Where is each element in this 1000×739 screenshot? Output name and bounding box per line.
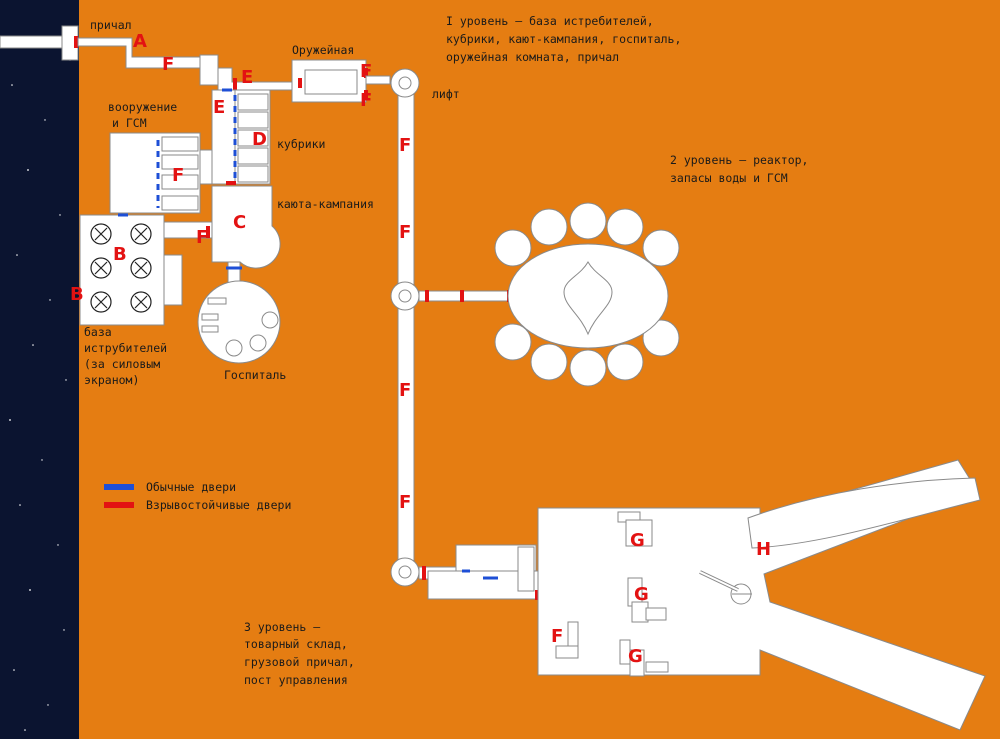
legend-normal-label: Обычные двери	[146, 480, 236, 494]
marker-f-lift-1: F	[399, 135, 411, 156]
label-base-2: иструбителей	[84, 341, 167, 355]
level2-line2: запасы воды и ГСМ	[670, 171, 788, 185]
label-weapons-1: вооружение	[108, 100, 177, 114]
stars	[9, 59, 71, 731]
armory-corridor	[217, 67, 293, 91]
marker-f-lift-2: F	[399, 222, 411, 243]
marker-a: A	[133, 31, 147, 52]
level1-line3: оружейная комната, причал	[446, 50, 619, 64]
label-base-1: база	[84, 325, 112, 339]
marker-b-2: B	[70, 284, 84, 305]
junction-room	[199, 54, 219, 86]
marker-g-1: G	[630, 530, 645, 551]
reactor-tanks	[494, 202, 680, 387]
label-prichal: причал	[90, 18, 132, 32]
legend-blast-label: Взрывостойчивые двери	[146, 498, 291, 512]
reactor-symbol	[563, 260, 613, 336]
label-wardroom: каюта-кампания	[277, 197, 374, 211]
legend-blast-swatch	[104, 502, 134, 508]
label-base-4: экраном)	[84, 373, 139, 387]
armory-lift-link	[365, 75, 391, 85]
fighter-pads	[90, 223, 152, 313]
marker-h: H	[756, 539, 771, 560]
wardroom	[211, 185, 281, 269]
level2-line1: 2 уровень – реактор,	[670, 153, 808, 167]
label-armory: Оружейная	[292, 43, 354, 57]
marker-f-dock: F	[162, 54, 174, 75]
cargo-dock-arm	[747, 477, 981, 549]
marker-f-link: F	[196, 227, 208, 248]
level3-line4: пост управления	[244, 673, 348, 687]
marker-f-weapons: F	[172, 165, 184, 186]
label-weapons-2: и ГСМ	[112, 116, 147, 130]
level1-line2: кубрики, кают-кампания, госпиталь,	[446, 32, 681, 46]
reactor-corridor	[418, 290, 512, 302]
armory-rack	[304, 69, 358, 95]
label-hospital: Госпиталь	[224, 368, 286, 382]
label-quarters: кубрики	[277, 137, 325, 151]
level3-line1: 3 уровень –	[244, 620, 320, 634]
marker-f-cargo: F	[551, 626, 563, 647]
marker-g-2: G	[634, 584, 649, 605]
marker-b-1: B	[113, 244, 127, 265]
space-area	[0, 0, 79, 739]
marker-c: C	[233, 212, 246, 233]
label-lift: лифт	[432, 87, 460, 101]
marker-f-lift-4: F	[399, 492, 411, 513]
marker-f-armory-2: F	[360, 90, 372, 111]
marker-f-armory-1: F	[360, 61, 372, 82]
marker-d: D	[252, 129, 267, 150]
level3-line2: товарный склад,	[244, 637, 348, 651]
marker-g-3: G	[628, 646, 643, 667]
marker-e-2: E	[213, 97, 225, 118]
label-base-3: (за силовым	[84, 357, 160, 371]
level1-line1: I уровень – база истребителей,	[446, 14, 654, 28]
legend-normal-swatch	[104, 484, 134, 490]
marker-e-1: E	[241, 67, 253, 88]
level3-line3: грузовой причал,	[244, 655, 355, 669]
fighter-base-side	[163, 254, 183, 306]
weapons-link	[199, 149, 213, 185]
dock-arm	[0, 35, 65, 49]
marker-f-lift-3: F	[399, 380, 411, 401]
